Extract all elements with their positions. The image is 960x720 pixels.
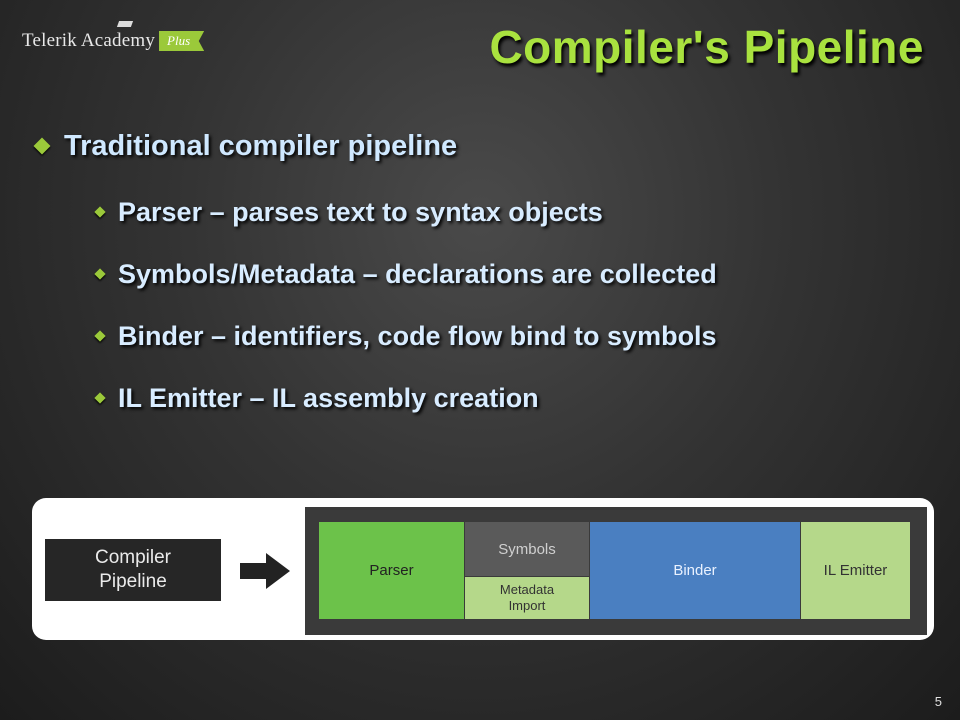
stage-parser: Parser (319, 522, 464, 619)
sub-bullet-emitter: IL Emitter – IL assembly creation (94, 378, 936, 418)
diamond-bullet-icon (33, 137, 51, 155)
logo-brand-text: Telerik Academy (22, 30, 156, 51)
sub-bullet-parser: Parser – parses text to syntax objects (94, 192, 936, 232)
bullet-main: Traditional compiler pipeline (33, 126, 936, 166)
graduation-cap-icon (116, 21, 134, 27)
diamond-bullet-icon (94, 392, 106, 404)
page-number: 5 (934, 694, 942, 709)
stage-binder: Binder (590, 522, 800, 619)
diamond-bullet-icon (94, 330, 106, 342)
sub-bullet-symbols: Symbols/Metadata – declarations are coll… (94, 254, 936, 294)
bullet-list: Traditional compiler pipeline Parser – p… (33, 126, 936, 418)
metadata-line-1: Metadata (499, 582, 555, 597)
telerik-academy-logo: Telerik Academy Plus (22, 21, 205, 54)
sub-bullet-binder: Binder – identifiers, code flow bind to … (94, 316, 936, 356)
stage-symbols: Symbols (465, 522, 589, 576)
sub-bullet-text: Binder – identifiers, code flow bind to … (118, 320, 717, 351)
metadata-line-2: Import (508, 598, 546, 613)
right-arrow-icon (240, 553, 290, 589)
sub-bullet-text: Parser – parses text to syntax objects (118, 196, 603, 227)
logo-plus-badge: Plus (159, 31, 205, 51)
stage-il-emitter: IL Emitter (801, 522, 910, 619)
slide-title: Compiler's Pipeline (489, 21, 924, 73)
compiler-pipeline-label: Compiler Pipeline (45, 539, 221, 601)
label-line-1: Compiler (94, 547, 172, 568)
label-line-2: Pipeline (99, 571, 167, 592)
diamond-bullet-icon (94, 268, 106, 280)
pipeline-stages: Parser Symbols Metadata Import Binder IL… (305, 507, 927, 635)
pipeline-diagram: Compiler Pipeline Parser Symbols Metadat… (32, 498, 934, 640)
stage-metadata-import: Metadata Import (465, 577, 589, 619)
sub-bullet-text: IL Emitter – IL assembly creation (118, 382, 539, 413)
sub-bullet-text: Symbols/Metadata – declarations are coll… (118, 258, 717, 289)
diamond-bullet-icon (94, 206, 106, 218)
bullet-main-text: Traditional compiler pipeline (64, 129, 458, 162)
